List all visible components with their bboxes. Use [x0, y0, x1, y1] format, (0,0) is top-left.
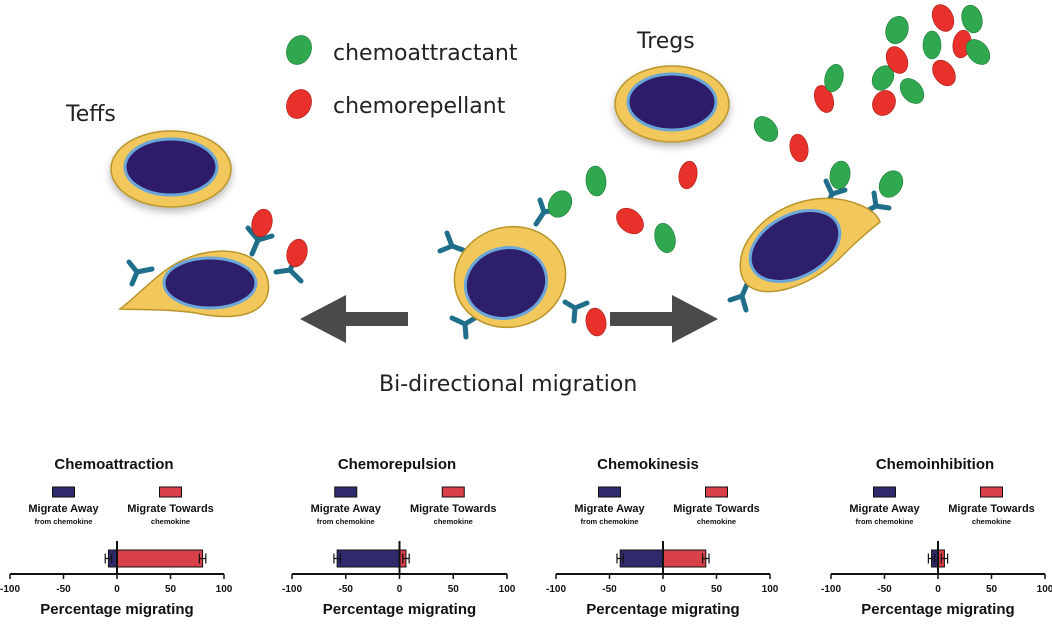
- legend-label-towards: Migrate Towards: [410, 503, 497, 515]
- x-tick-label: -100: [546, 584, 566, 595]
- legend-sub-away: from chemokine: [856, 517, 914, 526]
- x-tick-label: 0: [397, 584, 403, 595]
- x-tick-label: 50: [711, 584, 723, 595]
- x-tick-label: 50: [986, 584, 998, 595]
- error-bar-away: [333, 553, 341, 564]
- legend-label-towards: Migrate Towards: [673, 503, 760, 515]
- bar-away: [336, 549, 400, 568]
- legend-swatch-away: [598, 486, 621, 498]
- x-tick-label: 50: [448, 584, 460, 595]
- legend-label-away: Migrate Away: [849, 503, 920, 515]
- x-tick-label: 0: [660, 584, 666, 595]
- x-tick-label: -50: [602, 584, 617, 595]
- error-bar-towards: [198, 553, 207, 564]
- x-axis-label: Percentage migrating: [586, 601, 739, 618]
- legend-label-away: Migrate Away: [28, 503, 99, 515]
- arrow-left: [300, 295, 408, 343]
- legend-sub-away: from chemokine: [317, 517, 375, 526]
- treg-round-cell: [614, 65, 730, 143]
- x-tick-label: -50: [56, 584, 71, 595]
- legend-label-chemoattractant: chemoattractant: [333, 41, 518, 66]
- chart-chemokinesis: Chemokinesis Migrate Away from chemokine…: [546, 456, 779, 618]
- legend-label-towards: Migrate Towards: [127, 503, 214, 515]
- bar-charts: Chemoattraction Migrate Away from chemok…: [0, 456, 1052, 618]
- legend-swatch-away: [334, 486, 358, 498]
- legend-swatch-towards: [980, 486, 1003, 498]
- legend-label-away: Migrate Away: [311, 503, 382, 515]
- diagram-caption: Bi-directional migration: [379, 372, 637, 397]
- chemokine-gradient: [585, 4, 991, 254]
- error-bar-towards: [701, 553, 710, 564]
- x-tick-label: 0: [935, 584, 941, 595]
- error-bar-away: [104, 553, 113, 564]
- bar-towards: [116, 549, 204, 568]
- legend-swatch-towards: [705, 486, 728, 498]
- legend-sub-towards: chemokine: [151, 517, 190, 526]
- error-bar-away: [927, 553, 936, 564]
- x-tick-label: -50: [339, 584, 354, 595]
- center-cell-chemoattractant: [547, 190, 573, 218]
- center-cell-chemorepellant: [585, 307, 607, 337]
- teffs-label: Teffs: [65, 102, 116, 127]
- error-bar-towards: [402, 553, 410, 564]
- chart-chemoattraction: Chemoattraction Migrate Away from chemok…: [0, 456, 233, 618]
- teff-round-cell: [110, 130, 232, 208]
- x-axis-label: Percentage migrating: [861, 601, 1014, 618]
- legend-sub-towards: chemokine: [972, 517, 1011, 526]
- left-migrating-cell: [117, 225, 304, 318]
- legend-swatch-towards: [441, 486, 465, 498]
- x-axis-label: Percentage migrating: [40, 601, 193, 618]
- legend-sub-away: from chemokine: [35, 517, 93, 526]
- tregs-label: Tregs: [636, 29, 695, 54]
- legend-sub-away: from chemokine: [581, 517, 639, 526]
- x-tick-label: 100: [762, 584, 779, 595]
- x-tick-label: 100: [216, 584, 233, 595]
- legend-label-towards: Migrate Towards: [948, 503, 1035, 515]
- chart-title: Chemoinhibition: [876, 456, 994, 473]
- chart-chemoinhibition: Chemoinhibition Migrate Away from chemok…: [821, 456, 1052, 618]
- right-cell-chemoattractant-2: [878, 170, 904, 198]
- chart-title: Chemoattraction: [54, 456, 173, 473]
- error-bar-away: [616, 553, 625, 564]
- chemoattractant-legend-icon: [286, 35, 312, 65]
- chart-chemorepulsion: Chemorepulsion Migrate Away from chemoki…: [282, 456, 516, 618]
- legend-label-away: Migrate Away: [574, 503, 645, 515]
- x-tick-label: -100: [282, 584, 302, 595]
- center-cell: [437, 197, 590, 340]
- legend-swatch-towards: [159, 486, 182, 498]
- legend-label-chemorepellant: chemorepellant: [333, 94, 506, 119]
- left-cell-chemorepellant-2: [286, 238, 308, 268]
- legend-swatch-away: [873, 486, 896, 498]
- x-axis-label: Percentage migrating: [323, 601, 476, 618]
- legend-sub-towards: chemokine: [434, 517, 473, 526]
- arrow-right: [610, 295, 718, 343]
- legend-sub-towards: chemokine: [697, 517, 736, 526]
- x-tick-label: 100: [499, 584, 516, 595]
- left-cell-chemorepellant-1: [251, 208, 273, 238]
- x-tick-label: 50: [165, 584, 177, 595]
- right-migrating-cell: [727, 178, 892, 313]
- x-tick-label: 100: [1037, 584, 1052, 595]
- legend-swatch-away: [52, 486, 75, 498]
- x-tick-label: -100: [0, 584, 20, 595]
- bar-away: [619, 549, 664, 568]
- chemorepellant-legend-icon: [286, 89, 312, 119]
- error-bar-towards: [940, 553, 949, 564]
- right-cell-chemoattractant-1: [829, 160, 851, 190]
- x-tick-label: 0: [114, 584, 120, 595]
- chart-title: Chemokinesis: [597, 456, 699, 473]
- bar-towards: [662, 549, 707, 568]
- chart-title: Chemorepulsion: [338, 456, 456, 473]
- x-tick-label: -50: [877, 584, 892, 595]
- x-tick-label: -100: [821, 584, 841, 595]
